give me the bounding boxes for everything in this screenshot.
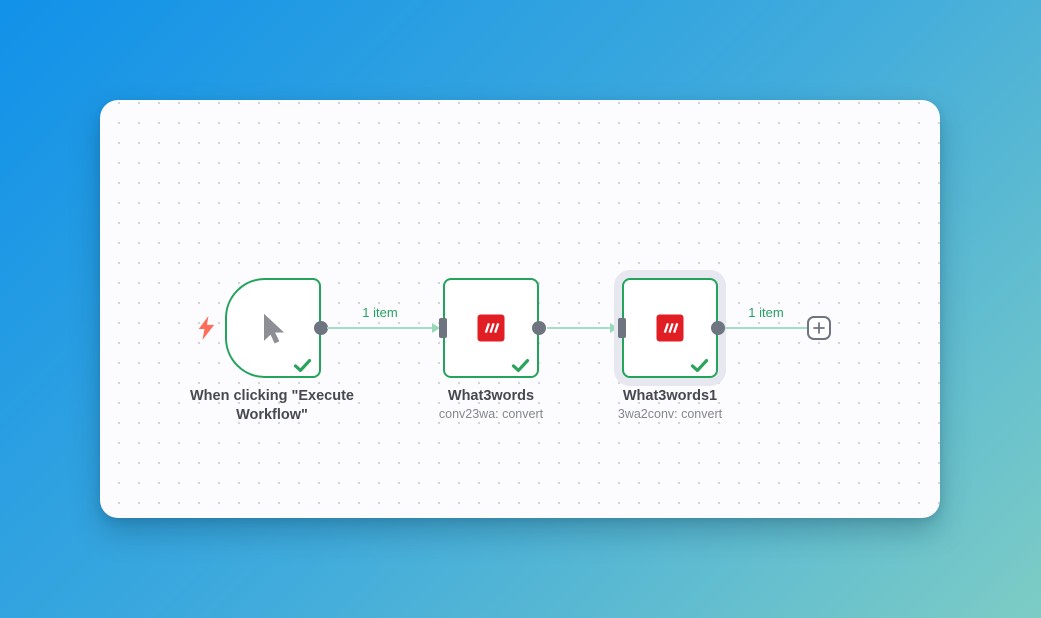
node-subtitle: 3wa2conv: convert <box>617 407 723 421</box>
cursor-icon <box>252 310 288 346</box>
workflow-canvas[interactable]: When clicking "Execute Workflow" 1 item … <box>100 100 940 518</box>
success-check-icon <box>293 358 312 373</box>
output-connector[interactable] <box>711 321 725 335</box>
node-what3words[interactable] <box>439 278 546 378</box>
connection[interactable]: 1 item <box>725 305 807 329</box>
output-connector[interactable] <box>532 321 546 335</box>
connection[interactable]: 1 item <box>327 305 440 333</box>
what3words-icon <box>656 314 684 342</box>
output-connector[interactable] <box>314 321 328 335</box>
input-connector[interactable] <box>439 318 447 338</box>
add-node-button[interactable] <box>807 316 831 340</box>
node-title: What3words1 <box>622 388 718 404</box>
connection[interactable] <box>547 323 618 333</box>
plus-icon <box>812 321 826 335</box>
node-title: When clicking "Execute Workflow" <box>189 388 354 424</box>
success-check-icon <box>511 358 530 373</box>
node-what3words1[interactable] <box>618 278 725 378</box>
connection-items-label: 1 item <box>362 305 398 320</box>
what3words-icon <box>477 314 505 342</box>
success-check-icon <box>690 358 709 373</box>
lightning-icon <box>198 316 215 340</box>
node-manual-trigger[interactable] <box>225 278 328 378</box>
input-connector[interactable] <box>618 318 626 338</box>
node-subtitle: conv23wa: convert <box>438 407 544 421</box>
connection-items-label: 1 item <box>748 305 784 320</box>
node-title: What3words <box>447 388 535 404</box>
